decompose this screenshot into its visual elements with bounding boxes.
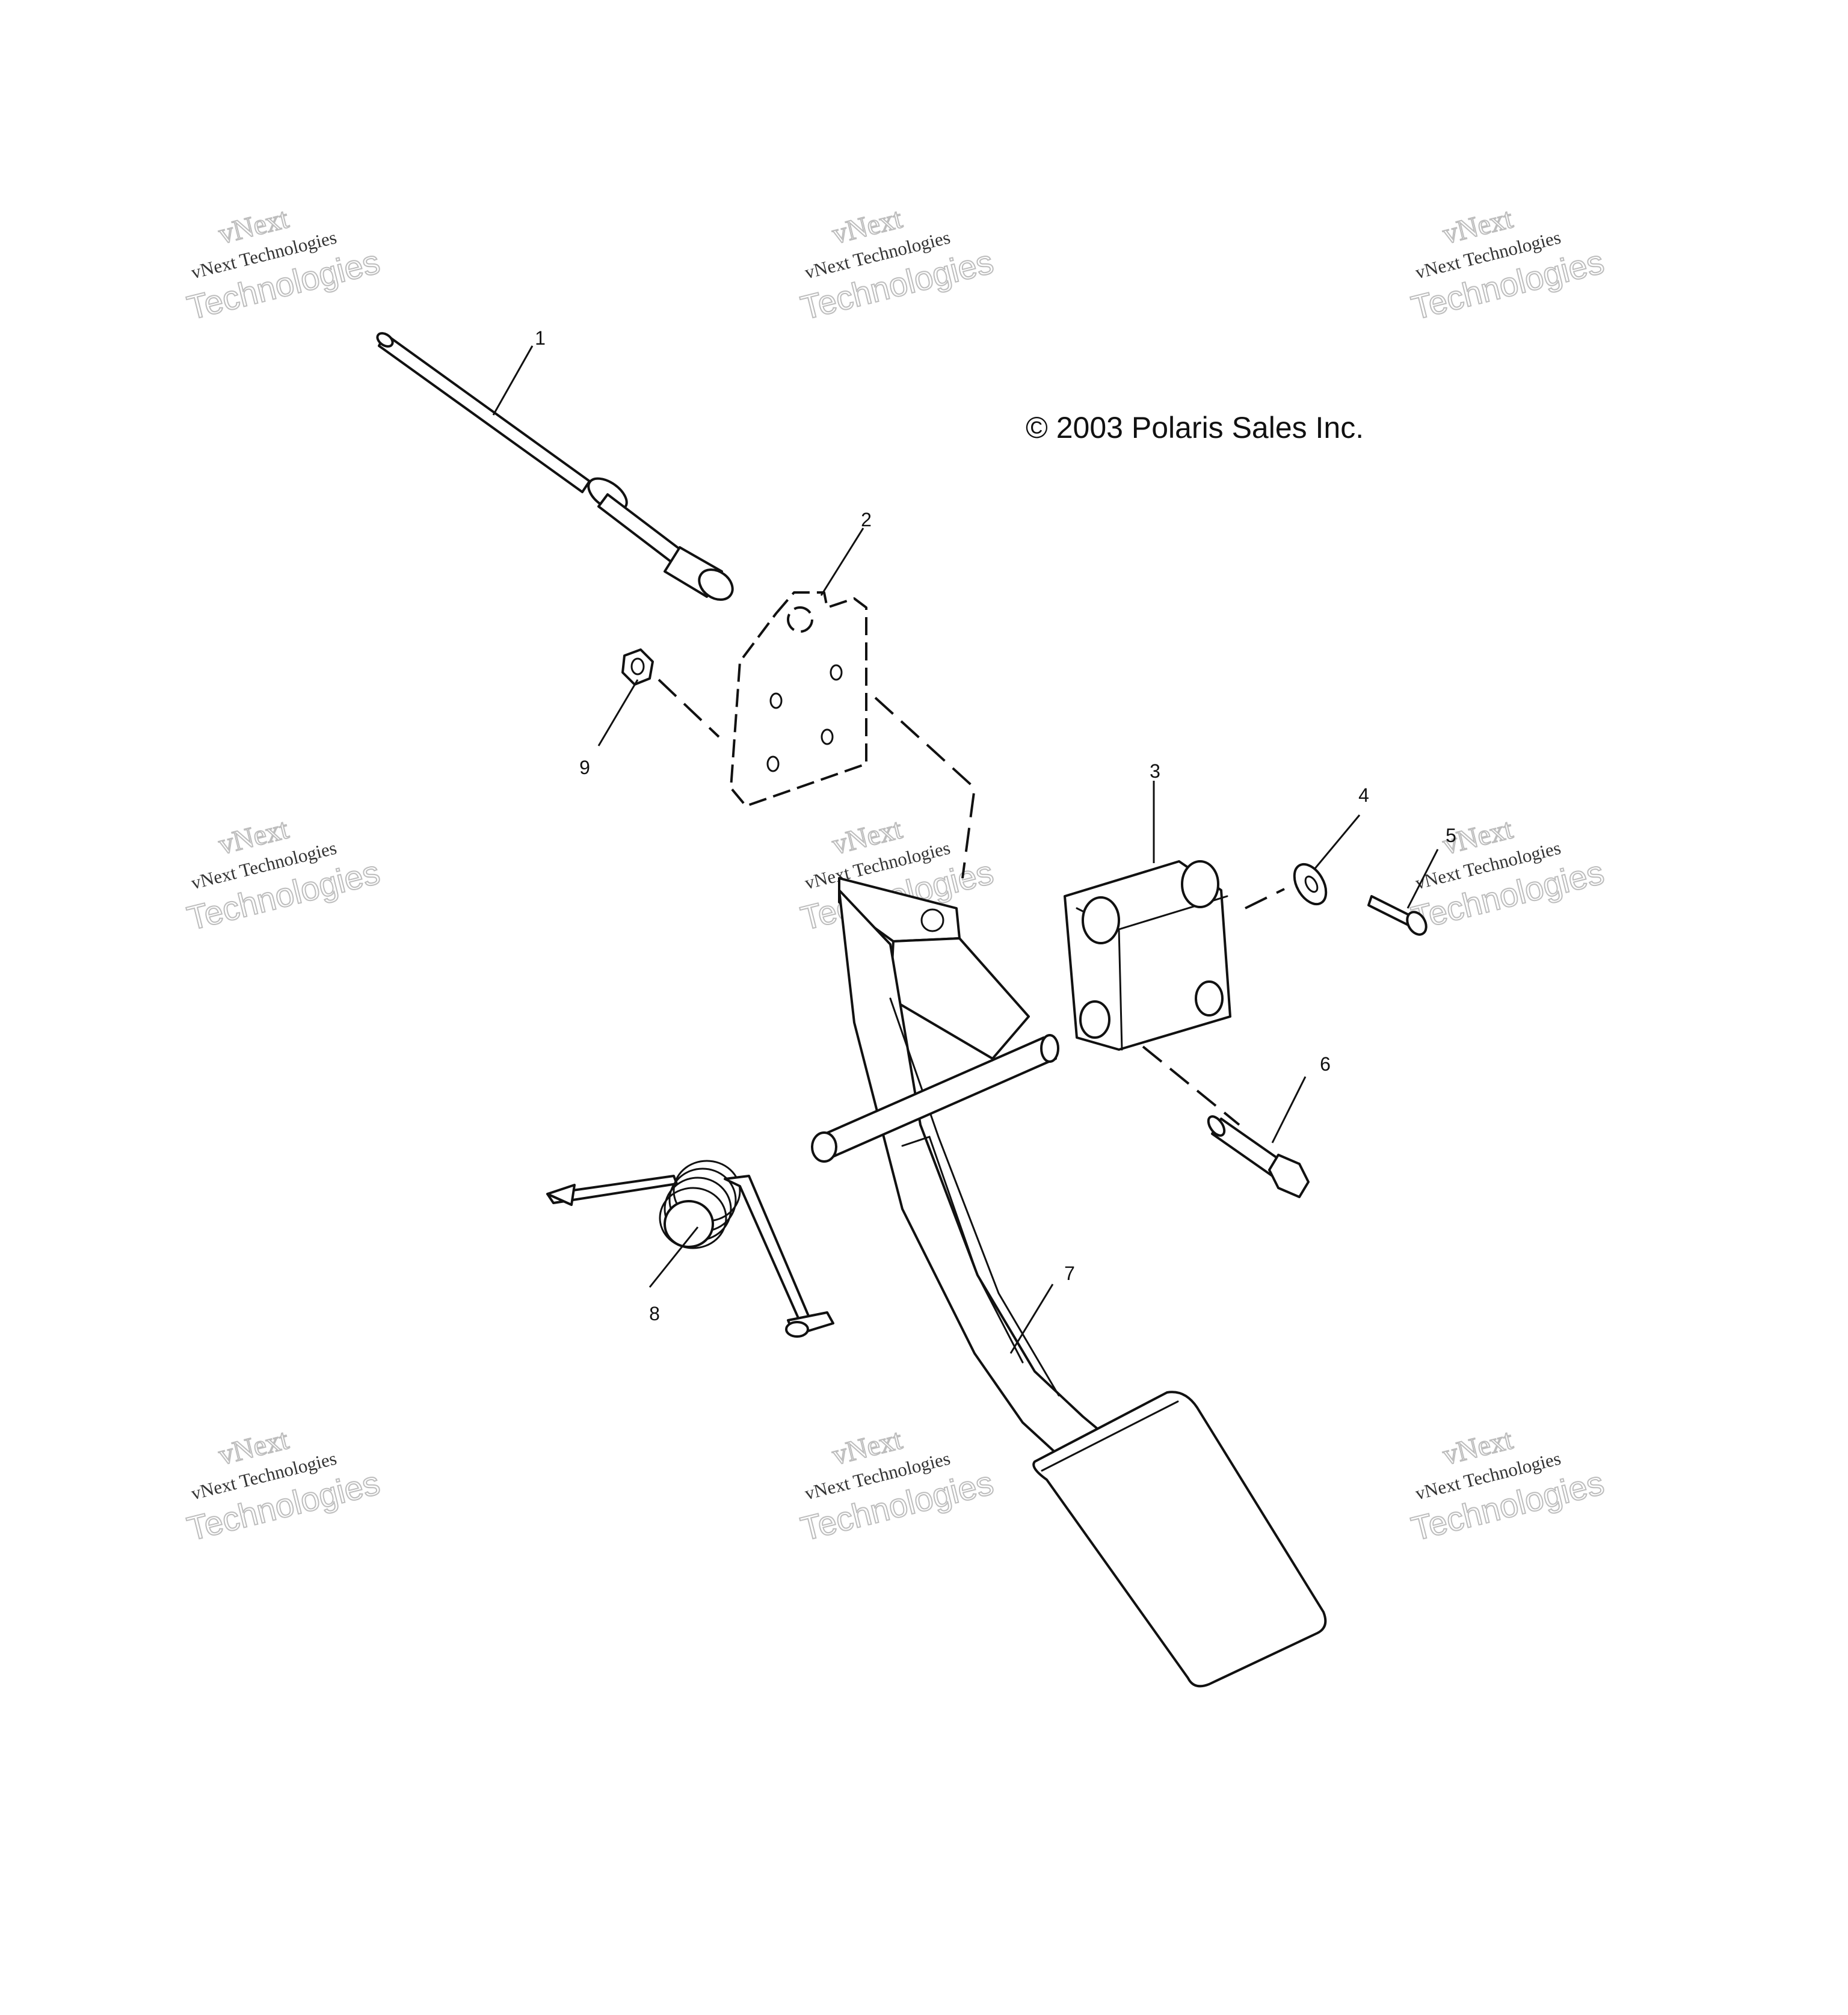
watermark: vNext vNext Technologies Technologies [796, 202, 997, 327]
callout-2: 2 [861, 509, 872, 531]
copyright-text: © 2003 Polaris Sales Inc. [1026, 411, 1364, 445]
watermark: vNext vNext Technologies Technologies [796, 1423, 997, 1548]
watermark: vNext vNext Technologies Technologies [1407, 202, 1608, 327]
part-8-spring [546, 1160, 834, 1338]
leader-line-5 [1406, 849, 1439, 909]
watermark: vNext vNext Technologies Technologies [183, 202, 384, 327]
leader-line-7 [1009, 1284, 1054, 1354]
callout-1: 1 [535, 327, 546, 349]
watermark: vNext vNext Technologies Technologies [183, 812, 384, 938]
leader-line-6 [1271, 1076, 1307, 1143]
callout-7: 7 [1064, 1263, 1075, 1284]
callout-5: 5 [1446, 825, 1456, 846]
leader-line-9 [597, 679, 639, 746]
part-3-pivot-block [1064, 860, 1231, 1051]
leader-line-1 [492, 345, 534, 416]
leader-line-2 [820, 528, 864, 596]
callout-3: 3 [1150, 760, 1160, 782]
watermark: vNext vNext Technologies Technologies [183, 1423, 384, 1548]
callout-6: 6 [1320, 1053, 1331, 1075]
watermark: vNext vNext Technologies Technologies [1407, 812, 1608, 938]
part-4-washer [1293, 863, 1328, 906]
part-5-cotter-pin [1367, 895, 1428, 936]
part-2-plate [730, 591, 867, 807]
assembly-line-nut [658, 678, 720, 738]
assembly-line-bolt [1142, 1045, 1240, 1126]
callout-8: 8 [649, 1303, 660, 1324]
part-9-nut [621, 648, 654, 686]
watermark: vNext vNext Technologies Technologies [1407, 1423, 1608, 1548]
assembly-line-washer [1245, 888, 1285, 909]
callout-9: 9 [579, 757, 590, 778]
part-1-cable [376, 332, 734, 601]
assembly-line-plate [874, 697, 976, 879]
part-7-pedal-arm [811, 877, 1327, 1688]
leader-line-8 [648, 1226, 699, 1288]
leader-line-4 [1313, 814, 1361, 870]
callout-4: 4 [1358, 784, 1369, 806]
part-6-bolt [1207, 1115, 1310, 1198]
